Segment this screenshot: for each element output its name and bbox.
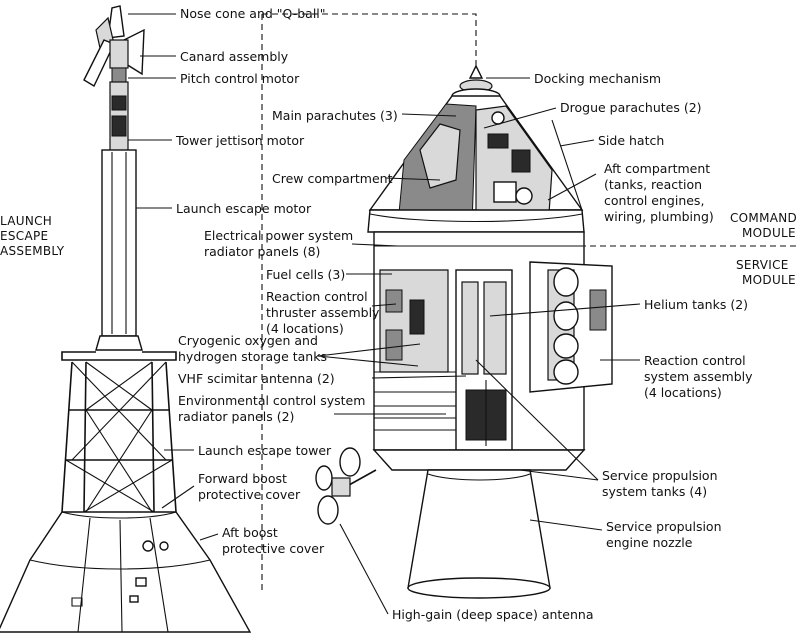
boost-protective-cover-drawing: [0, 511, 252, 633]
label-launch-escape-motor: Launch escape motor: [176, 201, 312, 216]
label-aft-boost-1: Aft boost: [222, 525, 278, 540]
launch-escape-assembly: [0, 5, 252, 633]
label-pitch-control-motor: Pitch control motor: [180, 71, 300, 86]
label-cryogenic-2: hydrogen storage tanks: [178, 349, 327, 364]
command-module-drawing: [367, 64, 585, 233]
label-rcs-system-1: Reaction control: [644, 353, 746, 368]
diagram-labels: Nose cone and "Q-ball" Canard assembly P…: [0, 6, 797, 622]
label-tower-jettison-motor: Tower jettison motor: [175, 133, 305, 148]
side-label-escape: ESCAPE: [0, 229, 48, 243]
label-main-parachutes: Main parachutes (3): [272, 108, 398, 123]
label-forward-boost-1: Forward boost: [198, 471, 287, 486]
label-sps-tanks-1: Service propulsion: [602, 468, 718, 483]
side-label-service: SERVICE: [736, 258, 789, 272]
label-aft-compartment-3: control engines,: [604, 193, 704, 208]
engine-nozzle-drawing: [407, 469, 551, 599]
launch-escape-motor-body: [95, 81, 143, 351]
label-aft-boost-2: protective cover: [222, 541, 325, 556]
label-canard-assembly: Canard assembly: [180, 49, 289, 64]
launch-escape-tower-drawing: [61, 351, 177, 513]
label-rcs-system-2: system assembly: [644, 369, 753, 384]
label-ecs-radiator-2: radiator panels (2): [178, 409, 294, 424]
label-rcs-thruster-2: thruster assembly: [266, 305, 380, 320]
label-aft-compartment-2: (tanks, reaction: [604, 177, 702, 192]
label-sps-nozzle-1: Service propulsion: [606, 519, 722, 534]
label-eps-radiator-2: radiator panels (8): [204, 244, 320, 259]
side-label-command: COMMAND: [730, 211, 797, 225]
side-label-assembly: ASSEMBLY: [0, 244, 65, 258]
label-side-hatch: Side hatch: [598, 133, 664, 148]
side-label-service-module: MODULE: [742, 273, 796, 287]
label-nose-cone: Nose cone and "Q-ball": [180, 6, 326, 21]
label-high-gain-antenna: High-gain (deep space) antenna: [392, 607, 594, 622]
side-label-launch: LAUNCH: [0, 214, 52, 228]
label-forward-boost-2: protective cover: [198, 487, 301, 502]
label-rcs-thruster-3: (4 locations): [266, 321, 344, 336]
label-cryogenic-1: Cryogenic oxygen and: [178, 333, 318, 348]
label-docking-mechanism: Docking mechanism: [534, 71, 661, 86]
label-vhf-antenna: VHF scimitar antenna (2): [178, 371, 335, 386]
label-rcs-thruster-1: Reaction control: [266, 289, 368, 304]
label-crew-compartment: Crew compartment: [272, 171, 393, 186]
label-aft-compartment-1: Aft compartment: [604, 161, 710, 176]
label-ecs-radiator-1: Environmental control system: [178, 393, 365, 408]
label-rcs-system-3: (4 locations): [644, 385, 722, 400]
label-sps-tanks-2: system tanks (4): [602, 484, 707, 499]
escape-leader-lines: [128, 13, 477, 590]
side-label-command-module: MODULE: [742, 226, 796, 240]
label-eps-radiator-1: Electrical power system: [204, 228, 353, 243]
label-helium-tanks: Helium tanks (2): [644, 297, 748, 312]
label-launch-escape-tower: Launch escape tower: [198, 443, 332, 458]
label-fuel-cells: Fuel cells (3): [266, 267, 345, 282]
label-aft-compartment-4: wiring, plumbing): [604, 209, 714, 224]
nose-cone-drawing: [83, 5, 145, 87]
high-gain-antenna-drawing: [315, 447, 377, 525]
label-sps-nozzle-2: engine nozzle: [606, 535, 693, 550]
label-drogue-parachutes: Drogue parachutes (2): [560, 100, 702, 115]
module-leader-lines: [317, 77, 641, 615]
